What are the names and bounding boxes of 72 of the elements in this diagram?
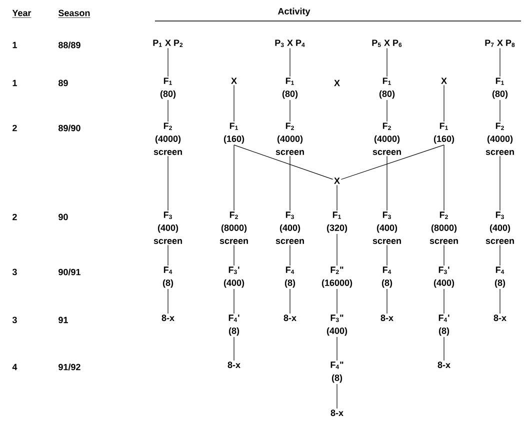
connector-line (340, 144, 444, 180)
connector-line (336, 384, 338, 409)
generation-label: F$_{2}$ (4000) screen (276, 122, 304, 155)
year-number: 2 (12, 214, 17, 220)
generation-label: F$_{3}$' (400) (224, 266, 244, 288)
generation-label: F$_{4}$ (8) (494, 266, 506, 288)
generation-label: F$_{1}$ (80) (282, 78, 298, 99)
season-label: 88/89 (58, 42, 80, 48)
generation-label: F$_{1}$ (80) (379, 78, 395, 99)
connector-line (386, 156, 388, 211)
season-label: 89 (58, 80, 68, 86)
generation-label: 8-x (494, 314, 506, 322)
generation-label: F$_{3}$ (400) screen (486, 212, 514, 244)
generation-label: P$_{3}$ X P$_{4}$ (275, 40, 305, 48)
connector-line (386, 100, 388, 122)
generation-label: F$_{3}$ (400) screen (276, 212, 304, 244)
connector-line (336, 336, 338, 361)
generation-label: 8-x (162, 314, 174, 322)
connector-line (386, 48, 388, 77)
year-number: 3 (12, 268, 17, 276)
column-header: Activity (278, 8, 310, 16)
column-header: Season (58, 10, 90, 18)
season-label: 90 (58, 214, 68, 220)
generation-label: P$_{1}$ X P$_{2}$ (153, 40, 183, 47)
generation-label: F$_{4}$' (8) (228, 314, 240, 336)
generation-label: F$_{2}$ (4000) screen (372, 122, 401, 155)
connector-line (336, 234, 338, 266)
season-label: 89/90 (58, 124, 80, 132)
generation-label: 8-x (380, 314, 394, 322)
generation-label: F$_{1}$ (160) (434, 122, 454, 144)
generation-label: P$_{5}$ X P$_{6}$ (372, 40, 402, 48)
connector-line (386, 288, 388, 314)
generation-label: 8-x (438, 362, 450, 368)
year-number: 2 (12, 124, 17, 132)
generation-label: F$_{3}$' (400) (434, 266, 454, 288)
generation-label: X (441, 78, 447, 84)
connector-line (386, 244, 388, 266)
generation-label: F$_{4}$ (8) (284, 266, 296, 288)
season-label: 90/91 (58, 268, 80, 276)
generation-label: F$_{3}$" (400) (326, 314, 348, 336)
cross-label: X (334, 178, 340, 184)
generation-label: F$_{2}$ (8000) screen (430, 212, 458, 244)
generation-label: F$_{4}$ (8) (162, 266, 174, 288)
generation-label: P$_{7}$ X P$_{8}$ (485, 40, 515, 48)
connector-line (234, 144, 334, 180)
generation-label: 8-x (330, 410, 344, 416)
generation-label: F$_{2}$ (4000) screen (154, 122, 182, 155)
year-number: 3 (12, 316, 17, 324)
cross-label: X (334, 80, 340, 86)
year-number: 4 (12, 364, 18, 370)
generation-label: 8-x (284, 314, 296, 322)
connector-line (336, 184, 338, 211)
year-number: 1 (12, 42, 17, 48)
generation-label: F$_{1}$ (80) (160, 78, 176, 99)
generation-label: F$_{3}$ (400) screen (372, 212, 401, 244)
generation-label: F$_{4}$ (8) (382, 266, 392, 288)
generation-label: F$_{1}$ (320) (326, 212, 348, 233)
generation-label: F$_{3}$ (400) screen (154, 212, 182, 244)
column-header: Year (12, 10, 32, 18)
generation-label: F$_{2}$ (8000) screen (220, 212, 248, 244)
generation-label: F$_{2}$ (4000) screen (486, 122, 514, 155)
generation-label: 8-x (228, 362, 240, 368)
connector-line (336, 288, 338, 314)
generation-label: F$_{1}$ (160) (224, 122, 244, 144)
generation-label: F$_{1}$ (80) (492, 78, 508, 99)
year-number: 1 (12, 80, 17, 86)
generation-label: X (231, 78, 237, 84)
generation-label: F$_{4}$" (8) (330, 362, 344, 383)
generation-label: F$_{4}$' (8) (438, 314, 450, 336)
season-label: 91/92 (58, 364, 80, 370)
generation-label: F$_{2}$" (16000) (322, 266, 352, 288)
season-label: 91 (58, 316, 68, 324)
